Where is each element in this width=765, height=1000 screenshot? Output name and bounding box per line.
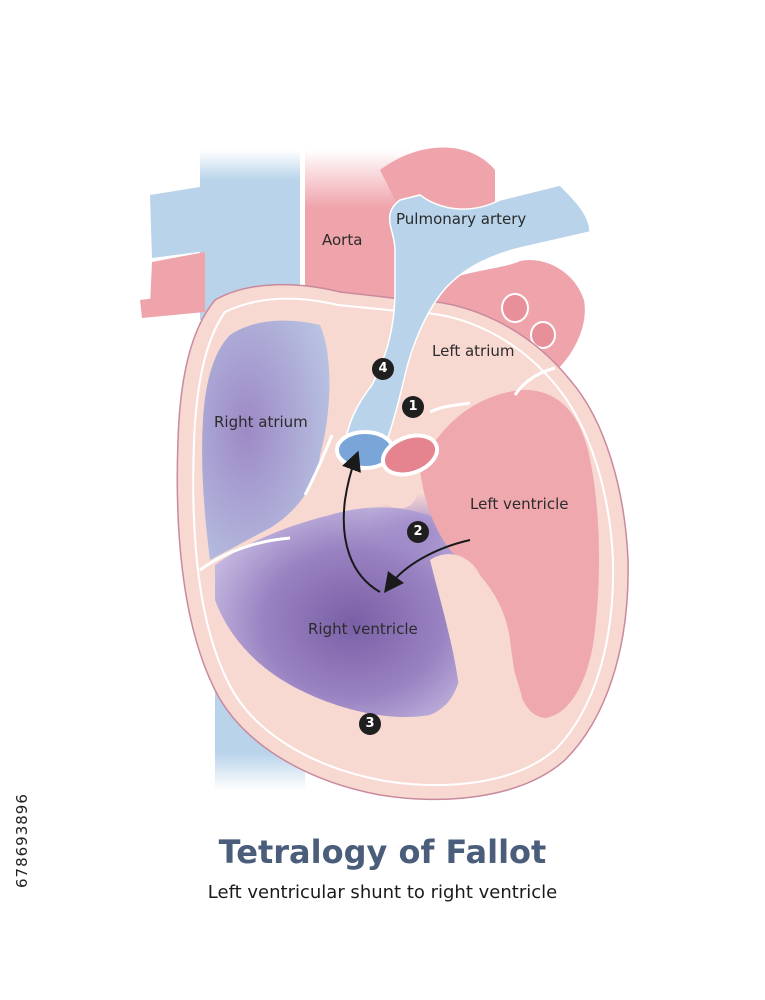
aortic-valve-opening	[380, 433, 440, 477]
aortic-branch-left-2	[140, 292, 205, 318]
right-atrium-cavity	[202, 320, 330, 560]
interventricular-septum	[430, 554, 524, 730]
label-aorta: Aorta	[322, 231, 363, 249]
label-left-ventricle: Left ventricle	[470, 495, 569, 513]
superior-vena-cava	[200, 150, 300, 320]
overriding-wall-bump	[374, 472, 418, 509]
la-line	[513, 366, 556, 396]
shunt-arrow-lv-to-rv	[383, 539, 471, 593]
label-left-atrium: Left atrium	[432, 342, 515, 360]
label-right-atrium: Right atrium	[214, 413, 308, 431]
septum-line-right	[199, 536, 291, 572]
heart-inner-outline	[192, 297, 615, 787]
shunt-arrow-rv-to-pa	[342, 450, 381, 593]
diagram-title: Tetralogy of Fallot	[218, 833, 547, 871]
marker-4: 4	[372, 358, 394, 380]
pulmonary-vein-opening-1	[501, 293, 529, 323]
septum-line-atrial	[303, 434, 334, 496]
left-ventricle-cavity	[420, 389, 600, 718]
pulmonary-vein-opening-2	[530, 321, 556, 349]
label-right-ventricle: Right ventricle	[308, 620, 418, 638]
marker-1: 1	[402, 396, 424, 418]
stock-id-text: 678693896	[13, 793, 31, 888]
pulmonary-vein-left	[150, 185, 214, 258]
marker-2: 2	[407, 521, 429, 543]
mitral-line	[429, 401, 471, 414]
diagram-subtitle: Left ventricular shunt to right ventricl…	[207, 882, 558, 903]
marker-3: 3	[359, 713, 381, 735]
pulmonary-artery-vessel	[344, 184, 591, 446]
label-pulmonary-artery: Pulmonary artery	[396, 210, 527, 228]
aortic-branch-left-1	[150, 252, 205, 305]
